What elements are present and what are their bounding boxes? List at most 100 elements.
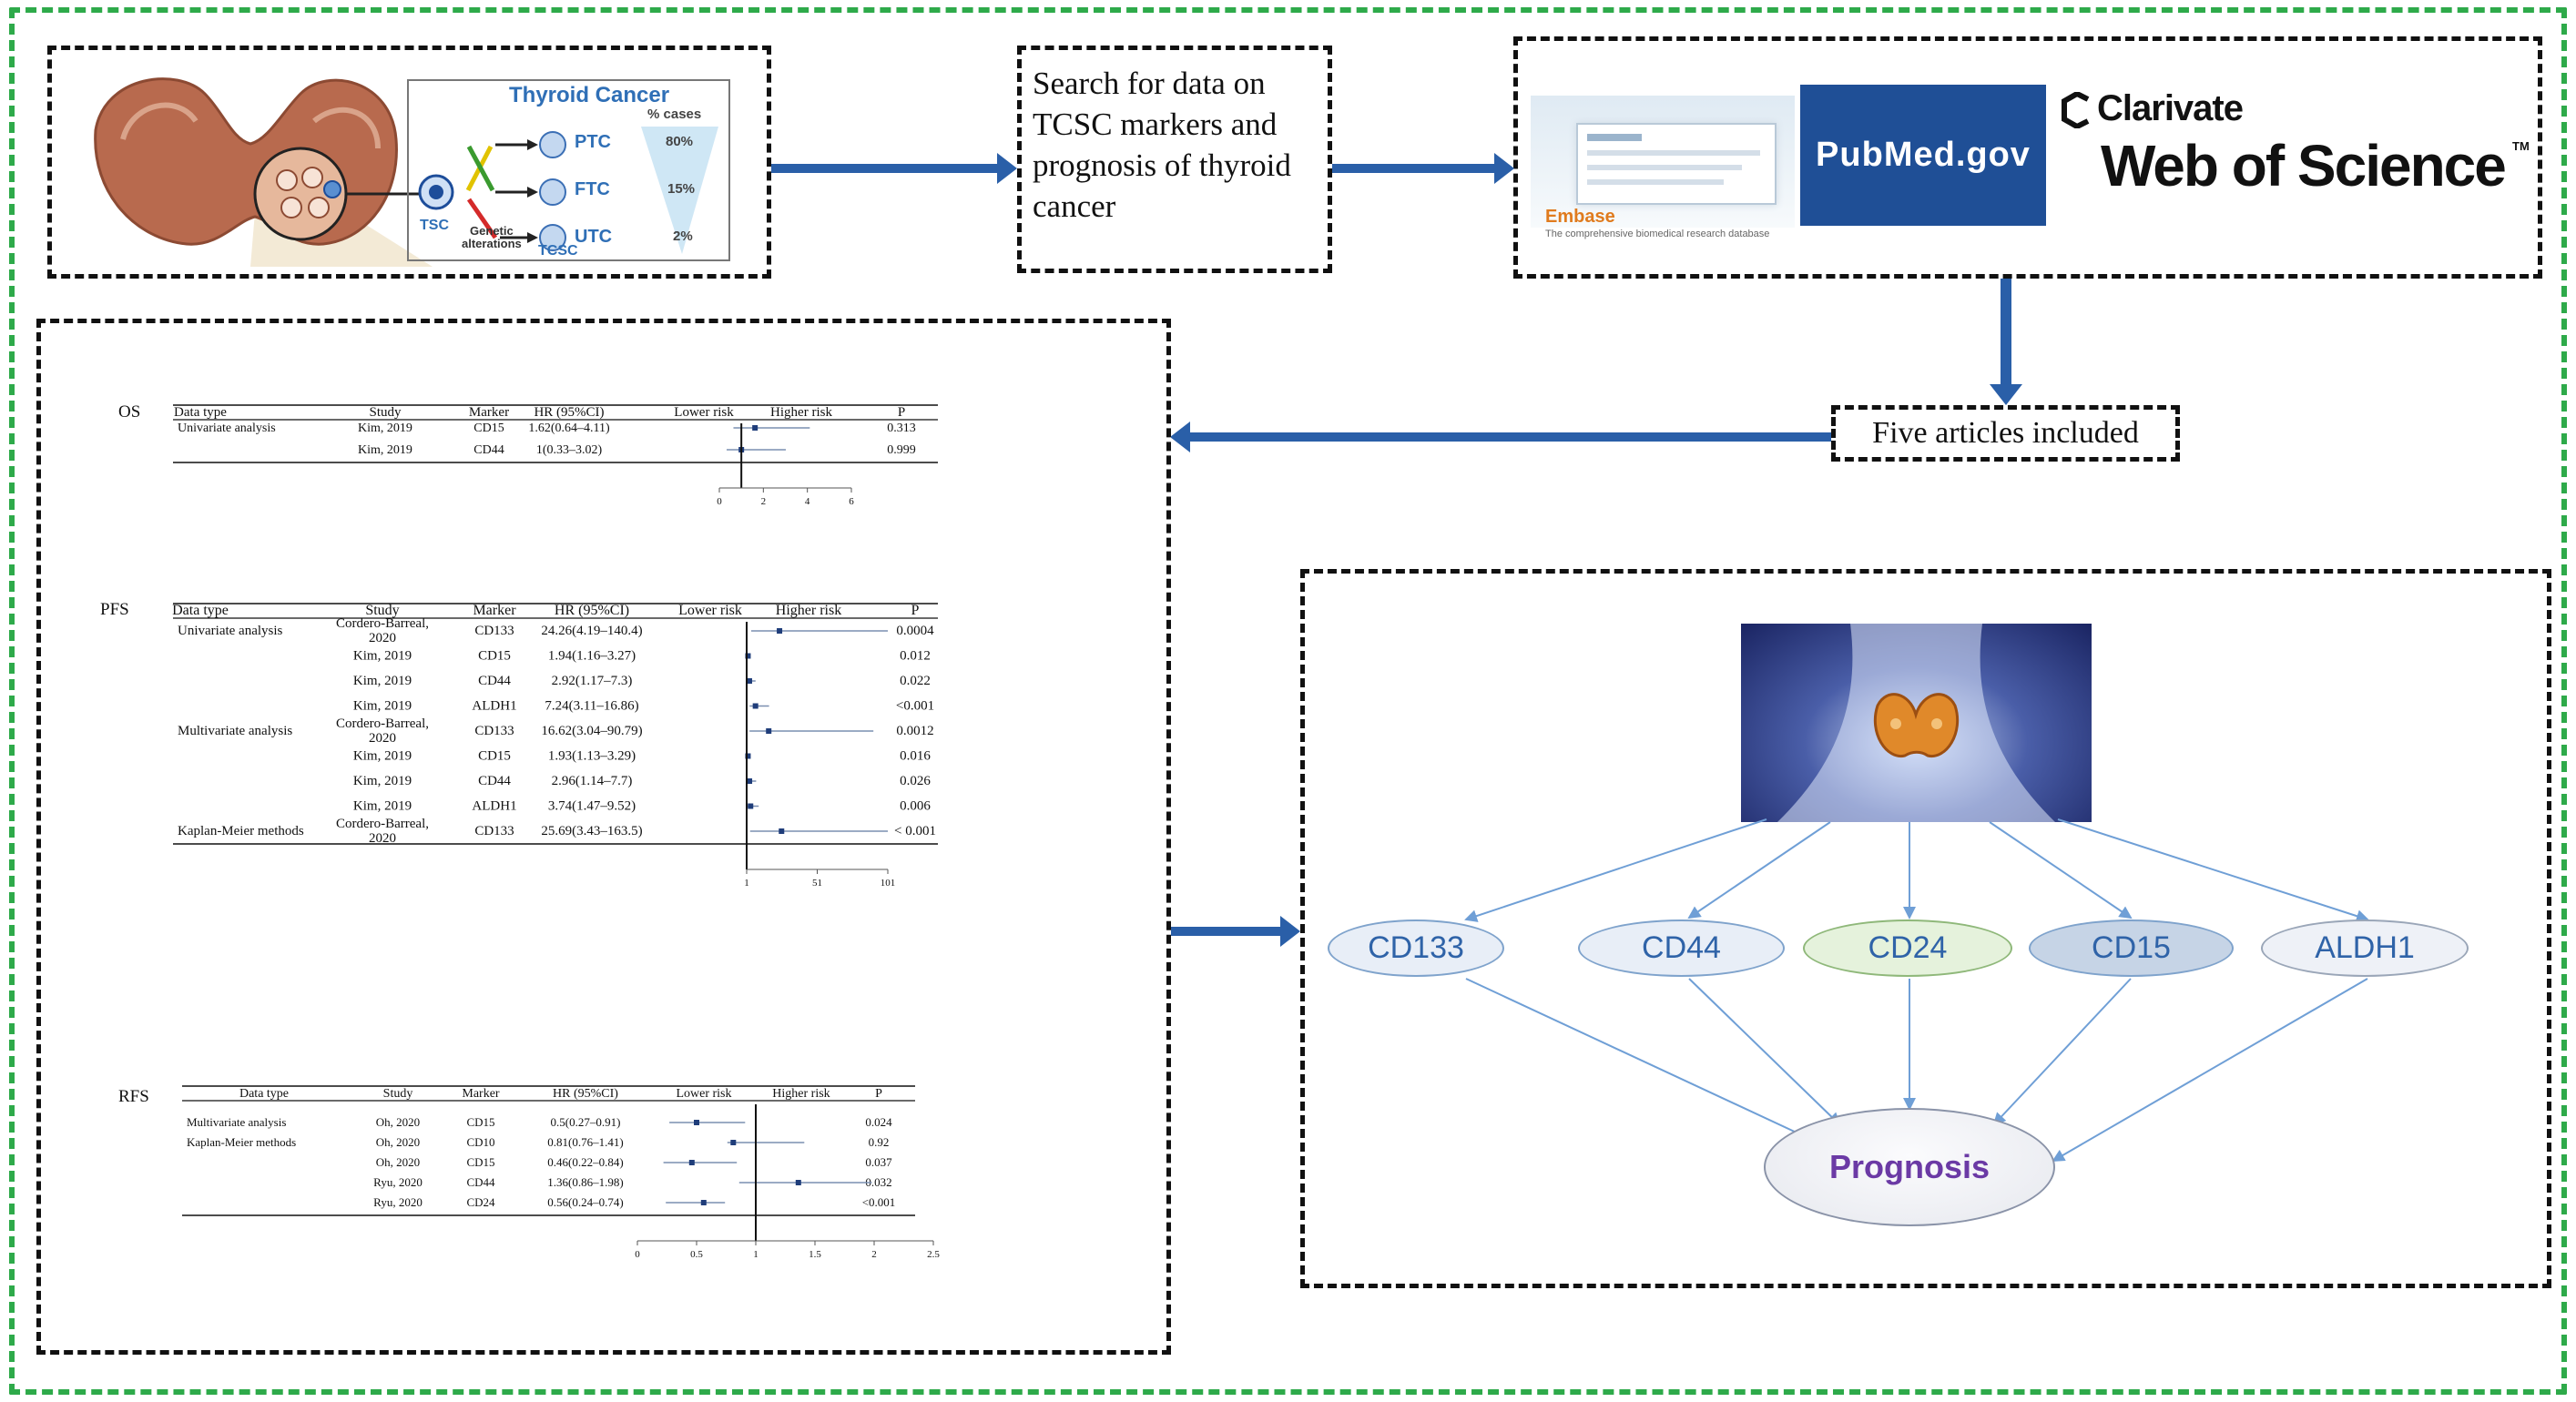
- neck-thyroid-graphic: [1777, 624, 2055, 822]
- marker-aldh1: ALDH1: [2261, 919, 2469, 977]
- forest-pfs-row-4-study: Cordero-Barreal,: [336, 716, 429, 731]
- forest-pfs-row-2-point: [746, 678, 752, 684]
- forest-rfs-row-4-marker: CD24: [466, 1195, 495, 1209]
- forest-pfs-row-0-marker: CD133: [474, 624, 514, 638]
- forest-rfs-row-2-marker: CD15: [466, 1155, 494, 1169]
- forest-pfs-row-1-study: Kim, 2019: [353, 649, 412, 664]
- forest-pfs-header-3: HR (95%CI): [555, 603, 629, 618]
- forest-rfs-header-3: HR (95%CI): [553, 1087, 618, 1101]
- databases-box: Embase The comprehensive biomedical rese…: [1513, 36, 2542, 279]
- forest-rfs-tick-label-0: 0: [635, 1249, 640, 1260]
- forest-pfs-row-4-study-year: 2020: [369, 731, 396, 746]
- clarivate-icon: [2062, 92, 2090, 128]
- forest-pfs-header-6: P: [911, 603, 920, 618]
- forest-rfs-tick-label-3: 1.5: [809, 1249, 821, 1260]
- prognosis-label: Prognosis: [1828, 1148, 1991, 1185]
- forest-rfs-row-0-marker: CD15: [466, 1115, 494, 1129]
- forest-pfs-row-5-hr: 1.93(1.13–3.29): [548, 749, 636, 764]
- forest-os-tick-label-1: 2: [761, 496, 767, 507]
- forest-os-tick-label-0: 0: [717, 496, 722, 507]
- forest-rfs-header-5: Higher risk: [772, 1087, 830, 1101]
- pubmed-text: PubMed.gov: [1816, 136, 2031, 174]
- tcsc-schematic: Thyroid Cancer % cases PTC 80% FTC 15% U…: [407, 79, 730, 261]
- forest-rfs-row-4-p: <0.001: [862, 1195, 896, 1209]
- forest-rfs-row-0-hr: 0.5(0.27–0.91): [551, 1115, 621, 1129]
- forest-rfs-row-4-hr: 0.56(0.24–0.74): [547, 1195, 623, 1209]
- genetic-alterations-label: Genetic alterations: [462, 224, 522, 251]
- forest-rfs-label: RFS: [118, 1087, 149, 1106]
- forest-pfs-row-8-group: Kaplan-Meier methods: [178, 824, 304, 838]
- forest-pfs-row-6-marker: CD44: [478, 774, 511, 788]
- tcsc-label: TCSC: [538, 243, 578, 259]
- forest-pfs-row-3-hr: 7.24(3.11–16.86): [545, 699, 638, 714]
- forest-pfs-row-4-group: Multivariate analysis: [178, 724, 292, 738]
- forest-rfs-row-0-group: Multivariate analysis: [187, 1115, 286, 1129]
- forest-pfs-row-6-hr: 2.96(1.14–7.7): [552, 774, 633, 788]
- forest-pfs-row-3-p: <0.001: [896, 699, 934, 714]
- forest-rfs-row-3-p: 0.032: [865, 1175, 891, 1189]
- forest-rfs-row-3-point: [795, 1180, 801, 1185]
- embase-screenshot: [1531, 96, 1795, 228]
- forest-pfs-row-2-marker: CD44: [478, 674, 511, 688]
- thyroid-gland-illustration: [94, 77, 451, 267]
- thyroid-cancer-title: Thyroid Cancer: [509, 83, 670, 107]
- forest-rfs-row-1-p: 0.92: [869, 1135, 890, 1149]
- pct-ptc: 80%: [666, 134, 694, 149]
- forest-pfs-row-5-study: Kim, 2019: [353, 749, 412, 764]
- forest-os-header-4: Lower risk: [674, 405, 734, 420]
- marker-cd44-label: CD44: [1642, 930, 1721, 965]
- type-ftc: FTC: [575, 179, 610, 199]
- forest-rfs-row-2-p: 0.037: [865, 1155, 892, 1169]
- forest-os-row-0-p: 0.313: [887, 422, 916, 435]
- forest-pfs-row-8-point: [779, 828, 785, 834]
- forest-pfs-row-5-marker: CD15: [478, 749, 511, 764]
- forest-pfs-row-8-study-year: 2020: [369, 831, 396, 846]
- forest-pfs-row-0-study-year: 2020: [369, 631, 396, 645]
- forest-rfs-row-2-point: [688, 1160, 695, 1165]
- type-ptc: PTC: [575, 132, 611, 152]
- forest-os-row-1-study: Kim, 2019: [358, 443, 412, 457]
- forest-pfs-header-4: Lower risk: [678, 603, 742, 618]
- forest-os-tick-label-3: 6: [849, 496, 854, 507]
- forest-rfs-tick-label-1: 0.5: [690, 1249, 703, 1260]
- forest-pfs-row-1-p: 0.012: [900, 649, 931, 664]
- forest-os-header-6: P: [898, 405, 905, 420]
- forest-rfs-tick-label-4: 2: [871, 1249, 877, 1260]
- forest-os-row-0-point: [752, 425, 759, 431]
- marker-aldh1-label: ALDH1: [2315, 930, 2415, 965]
- forest-rfs-row-0-point: [694, 1120, 699, 1125]
- marker-cd44: CD44: [1578, 919, 1785, 977]
- forest-pfs-row-2-hr: 2.92(1.17–7.3): [552, 674, 633, 688]
- prognosis-node: Prognosis: [1764, 1108, 2055, 1226]
- forest-rfs-row-0-study: Oh, 2020: [376, 1115, 420, 1129]
- tcsc-schematic-graphics: [418, 127, 718, 254]
- forest-pfs-row-5-point: [745, 753, 751, 759]
- forest-pfs-row-0-point: [777, 628, 783, 634]
- forest-pfs-row-2-p: 0.022: [900, 674, 931, 688]
- forest-pfs-header-2: Marker: [473, 603, 516, 618]
- forest-pfs-row-4-point: [766, 728, 772, 734]
- forest-plots-box: [36, 319, 1171, 1355]
- marker-cd133: CD133: [1328, 919, 1504, 977]
- forest-pfs-row-0-hr: 24.26(4.19–140.4): [541, 624, 642, 638]
- forest-pfs-row-7-p: 0.006: [900, 799, 931, 814]
- forest-pfs-tick-label-1: 51: [812, 878, 822, 889]
- forest-pfs-row-8-hr: 25.69(3.43–163.5): [541, 824, 642, 838]
- forest-rfs-row-3-marker: CD44: [466, 1175, 495, 1189]
- type-utc: UTC: [575, 227, 613, 247]
- pct-utc: 2%: [673, 229, 693, 244]
- forest-pfs-row-7-point: [748, 803, 754, 809]
- marker-cd24: CD24: [1803, 919, 2012, 977]
- forest-pfs-row-6-p: 0.026: [900, 774, 931, 788]
- forest-os-row-1-marker: CD44: [473, 443, 504, 457]
- forest-rfs-row-0-p: 0.024: [865, 1115, 892, 1129]
- thyroid-cancer-panel: Thyroid Cancer % cases PTC 80% FTC 15% U…: [47, 46, 771, 279]
- forest-pfs-row-0-group: Univariate analysis: [178, 624, 283, 638]
- forest-pfs-row-0-study: Cordero-Barreal,: [336, 616, 429, 631]
- forest-pfs-tick-label-2: 101: [881, 878, 896, 889]
- forest-pfs-row-2-study: Kim, 2019: [353, 674, 412, 688]
- forest-rfs-row-4-study: Ryu, 2020: [373, 1195, 423, 1209]
- forest-pfs-row-3-marker: ALDH1: [472, 699, 516, 714]
- forest-pfs-tick-label-0: 1: [744, 878, 749, 889]
